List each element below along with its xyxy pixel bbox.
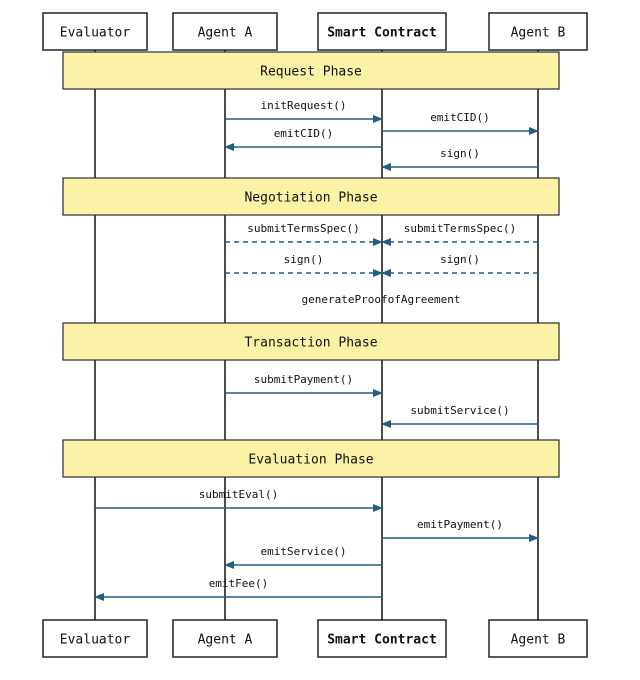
message-sign: sign()	[225, 253, 383, 277]
participant-label: Smart Contract	[327, 26, 437, 41]
participant-evaluator-top: Evaluator	[42, 12, 148, 51]
message-label: submitService()	[410, 404, 509, 417]
message-label: submitEval()	[199, 488, 278, 501]
message-label: sign()	[440, 253, 480, 266]
message-submitpayment: submitPayment()	[225, 373, 383, 397]
message-label: submitTermsSpec()	[404, 222, 517, 235]
participant-label: Evaluator	[60, 633, 131, 648]
participant-box	[42, 619, 148, 658]
phase-request-phase: Request Phase	[62, 51, 560, 90]
participant-agent-a-bottom: Agent A	[172, 619, 278, 658]
participant-label: Smart Contract	[327, 633, 437, 648]
message-label: submitTermsSpec()	[247, 222, 360, 235]
message-submitservice: submitService()	[381, 404, 538, 428]
message-label: emitCID()	[274, 127, 334, 140]
participant-label: Agent B	[511, 26, 566, 41]
message-emitfee: emitFee()	[94, 577, 382, 601]
participant-box	[317, 12, 447, 51]
message-submittermsspec: submitTermsSpec()	[225, 222, 383, 246]
phase-evaluation-phase: Evaluation Phase	[62, 439, 560, 478]
message-label: emitService()	[260, 545, 346, 558]
phase-label: Negotiation Phase	[244, 191, 377, 206]
message-emitcid: emitCID()	[224, 127, 382, 151]
message-initrequest: initRequest()	[225, 99, 383, 123]
message-emitcid: emitCID()	[382, 111, 539, 135]
message-sign: sign()	[381, 147, 538, 171]
phase-transaction-phase: Transaction Phase	[62, 322, 560, 361]
phase-label: Transaction Phase	[244, 336, 377, 351]
note-generateproofofagreement: generateProofofAgreement	[302, 293, 461, 306]
message-label: emitPayment()	[417, 518, 503, 531]
participant-box	[172, 619, 278, 658]
participant-label: Agent A	[198, 633, 253, 648]
participant-box	[42, 12, 148, 51]
message-label: sign()	[284, 253, 324, 266]
participant-box	[488, 619, 588, 658]
participant-evaluator-bottom: Evaluator	[42, 619, 148, 658]
message-label: emitCID()	[430, 111, 490, 124]
message-emitservice: emitService()	[224, 545, 382, 569]
participant-label: Agent A	[198, 26, 253, 41]
message-label: submitPayment()	[254, 373, 353, 386]
participant-box	[317, 619, 447, 658]
participant-smart-contract-bottom: Smart Contract	[317, 619, 447, 658]
participant-agent-b-bottom: Agent B	[488, 619, 588, 658]
message-label: sign()	[440, 147, 480, 160]
participant-box	[488, 12, 588, 51]
phase-bar	[62, 177, 560, 216]
phase-label: Evaluation Phase	[248, 453, 373, 468]
message-label: emitFee()	[209, 577, 269, 590]
participant-agent-b-top: Agent B	[488, 12, 588, 51]
message-submiteval: submitEval()	[95, 488, 383, 512]
phase-bar	[62, 51, 560, 90]
participant-label: Agent B	[511, 633, 566, 648]
message-label: initRequest()	[260, 99, 346, 112]
message-submittermsspec: submitTermsSpec()	[381, 222, 538, 246]
phase-negotiation-phase: Negotiation Phase	[62, 177, 560, 216]
participant-label: Evaluator	[60, 26, 131, 41]
phase-bar	[62, 439, 560, 478]
participant-smart-contract-top: Smart Contract	[317, 12, 447, 51]
message-emitpayment: emitPayment()	[382, 518, 539, 542]
message-sign: sign()	[381, 253, 538, 277]
phase-label: Request Phase	[260, 65, 362, 80]
phase-bar	[62, 322, 560, 361]
participant-agent-a-top: Agent A	[172, 12, 278, 51]
participant-box	[172, 12, 278, 51]
